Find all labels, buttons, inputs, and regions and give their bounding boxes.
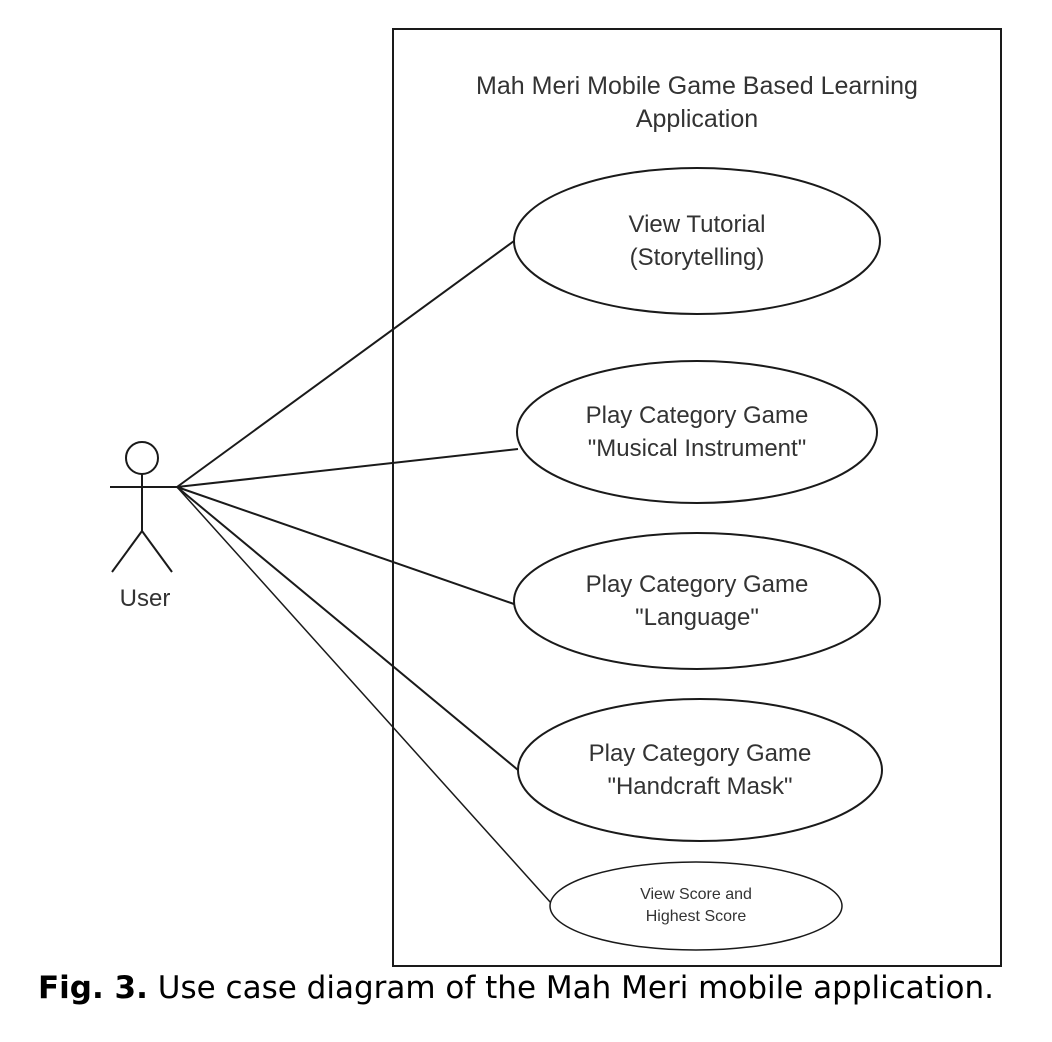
use-case-label-line-1: Play Category Game xyxy=(588,740,812,767)
system-title: Mah Meri Mobile Game Based Learning Appl… xyxy=(393,70,1001,136)
use-case-label-line-2: Highest Score xyxy=(645,908,747,925)
association-line-handcraft-mask xyxy=(176,486,519,771)
use-case-language: Play Category Game "Language" xyxy=(514,533,880,669)
use-case-label-line-1: Play Category Game xyxy=(585,402,809,429)
use-case-handcraft-mask: Play Category Game "Handcraft Mask" xyxy=(518,699,882,841)
use-case-label-line-1: View Tutorial xyxy=(628,211,766,238)
use-case-ellipse-musical-instrument xyxy=(516,360,878,504)
system-title-line-1: Mah Meri Mobile Game Based Learning xyxy=(476,72,918,100)
actor-label: User xyxy=(119,585,171,612)
use-case-ellipse-view-score xyxy=(549,861,843,951)
association-line-view-score xyxy=(176,486,552,904)
association-line-musical-instrument xyxy=(176,448,519,488)
actor-stick-figure-icon xyxy=(110,441,177,573)
use-case-label-line-2: "Language" xyxy=(635,604,759,631)
system-boundary xyxy=(392,28,1002,967)
use-case-label-line-2: "Handcraft Mask" xyxy=(607,773,793,800)
use-case-ellipse-language xyxy=(513,532,881,670)
use-case-view-tutorial: View Tutorial (Storytelling) xyxy=(514,168,880,314)
figure-caption-text: Use case diagram of the Mah Meri mobile … xyxy=(147,970,995,1006)
use-case-ellipse-handcraft-mask xyxy=(517,698,883,842)
association-line-language xyxy=(176,486,515,605)
figure-caption-label: Fig. 3. xyxy=(38,970,148,1006)
use-case-ellipse-view-tutorial xyxy=(513,167,881,315)
use-case-label-line-2: "Musical Instrument" xyxy=(587,435,807,462)
use-case-view-score: View Score and Highest Score xyxy=(550,862,842,950)
use-case-label-line-1: View Score and xyxy=(640,886,752,903)
figure-caption: Fig. 3. Use case diagram of the Mah Meri… xyxy=(38,970,994,1006)
association-line-view-tutorial xyxy=(176,240,515,488)
system-title-line-2: Application xyxy=(635,105,759,133)
use-case-label-line-1: Play Category Game xyxy=(585,571,809,598)
use-case-musical-instrument: Play Category Game "Musical Instrument" xyxy=(517,361,877,503)
use-case-label-line-2: (Storytelling) xyxy=(629,244,765,271)
